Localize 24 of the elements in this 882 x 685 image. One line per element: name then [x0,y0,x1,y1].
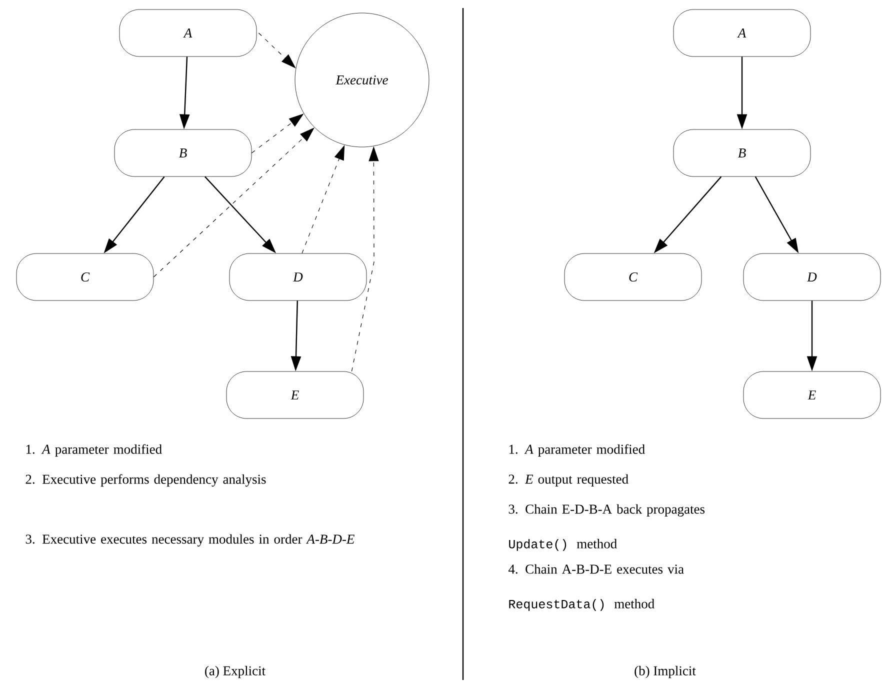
step-text: 2. E output requested [508,474,628,486]
module-box: E [226,371,364,419]
code-text: RequestData() [509,599,604,611]
module-box: A [119,9,257,57]
step-text: method [576,538,617,548]
step-text: 4. Chain A-B-D-E executes via [508,564,684,574]
code-text: Update() [509,539,566,551]
module-box: C [564,253,702,301]
module-box: C [16,253,154,301]
step-text: method [614,598,654,608]
caption: (a) Explicit [205,666,266,678]
dashed-arrow [153,128,314,278]
step-text: 1. A parameter modified [509,444,645,457]
module-box: A [673,9,811,57]
step-text: 3. Chain E-D-B-A back propagates [508,504,705,516]
step-text: 1. A parameter modified [26,444,162,457]
module-box: D [743,253,881,301]
module-box: B [114,129,252,177]
module-box: D [229,253,367,301]
caption: (b) Implicit [634,666,696,678]
module-box: E [743,371,881,419]
module-box: B [673,129,811,177]
step-text: 3. Executive executes necessary modules in order A-B-D-E [26,534,354,546]
step-text: 2. Executive performs dependency analysis [26,474,266,487]
